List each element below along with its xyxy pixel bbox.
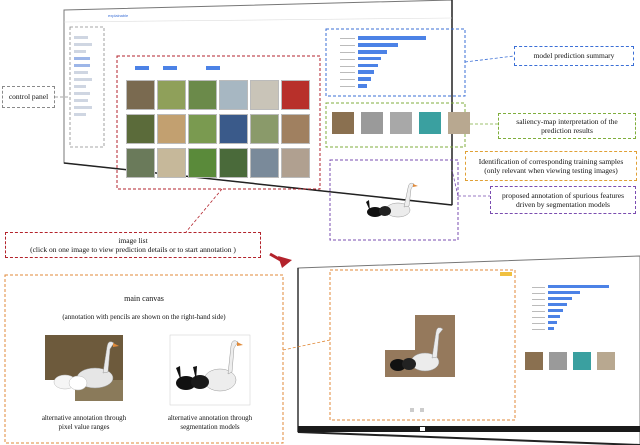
image-thumbnail[interactable] bbox=[250, 148, 279, 178]
list-button[interactable] bbox=[163, 66, 177, 70]
image-thumbnail[interactable] bbox=[250, 114, 279, 144]
image-thumbnail[interactable] bbox=[219, 80, 248, 110]
image-thumbnail[interactable] bbox=[126, 148, 155, 178]
bottom-prediction-chart bbox=[532, 285, 612, 333]
control-panel-menu bbox=[74, 32, 100, 120]
bar-label bbox=[340, 44, 355, 46]
prediction-bar-chart bbox=[340, 36, 430, 91]
image-thumbnail[interactable] bbox=[281, 80, 310, 110]
prediction-bar bbox=[548, 309, 564, 313]
image-thumbnail[interactable] bbox=[188, 148, 217, 178]
control-panel-callout: control panel bbox=[2, 86, 55, 108]
app-logo: explainable bbox=[108, 13, 129, 18]
bar-label bbox=[532, 304, 545, 306]
list-button[interactable] bbox=[135, 66, 149, 70]
image-thumbnail[interactable] bbox=[157, 80, 186, 110]
bar-label bbox=[340, 58, 355, 60]
bar-label bbox=[340, 38, 355, 40]
image-thumbnail[interactable] bbox=[281, 148, 310, 178]
bar-label bbox=[340, 79, 355, 81]
prediction-bar bbox=[548, 315, 560, 319]
image-thumbnail[interactable] bbox=[250, 80, 279, 110]
image-thumbnail[interactable] bbox=[188, 80, 217, 110]
prediction-bar bbox=[358, 77, 371, 82]
saliency-thumb[interactable] bbox=[419, 112, 441, 134]
saliency-callout: saliency-map interpretation of the predi… bbox=[498, 113, 636, 139]
segmentation-caption: alternative annotation through segmentat… bbox=[167, 414, 253, 431]
pixel-range-caption: alternative annotation through pixel val… bbox=[41, 414, 127, 431]
prediction-bar bbox=[358, 42, 398, 47]
bar-label bbox=[532, 310, 545, 312]
prediction-bar bbox=[358, 63, 379, 68]
main-canvas-box bbox=[4, 274, 284, 444]
bar-label bbox=[340, 72, 355, 74]
prediction-bar bbox=[548, 321, 557, 325]
image-thumbnail[interactable] bbox=[157, 114, 186, 144]
saliency-thumb[interactable] bbox=[361, 112, 383, 134]
image-thumbnail[interactable] bbox=[126, 114, 155, 144]
saliency-row bbox=[332, 112, 470, 134]
bar-label bbox=[340, 86, 355, 88]
image-list-grid bbox=[126, 80, 314, 180]
bar-label bbox=[532, 316, 545, 318]
bar-label bbox=[532, 322, 545, 324]
bar-label bbox=[532, 286, 545, 288]
saliency-thumb[interactable] bbox=[448, 112, 470, 134]
bar-label bbox=[532, 298, 545, 300]
image-thumbnail[interactable] bbox=[219, 114, 248, 144]
prediction-bar bbox=[548, 297, 573, 301]
image-thumbnail[interactable] bbox=[188, 114, 217, 144]
image-thumbnail[interactable] bbox=[126, 80, 155, 110]
bar-label bbox=[532, 292, 545, 294]
prediction-bar bbox=[358, 49, 387, 54]
prediction-bar bbox=[358, 36, 427, 40]
main-canvas-title: main canvas bbox=[124, 294, 164, 303]
bar-label bbox=[340, 65, 355, 67]
image-thumbnail[interactable] bbox=[157, 148, 186, 178]
training-samples-callout: Identification of corresponding training… bbox=[465, 151, 637, 181]
bottom-saliency-row bbox=[525, 352, 615, 370]
list-button[interactable] bbox=[206, 66, 220, 70]
image-thumbnail[interactable] bbox=[281, 114, 310, 144]
bar-label bbox=[532, 328, 545, 330]
image-list-callout: image list (click on one image to view p… bbox=[5, 232, 261, 258]
prediction-bar bbox=[358, 84, 367, 88]
bar-label bbox=[340, 51, 355, 53]
annotation-callout: proposed annotation of spurious features… bbox=[490, 186, 636, 214]
image-list-box bbox=[116, 55, 321, 190]
saliency-thumb[interactable] bbox=[332, 112, 354, 134]
image-thumbnail[interactable] bbox=[219, 148, 248, 178]
prediction-bar bbox=[358, 70, 374, 75]
prediction-bar bbox=[358, 56, 382, 61]
prediction-bar bbox=[548, 291, 580, 295]
bottom-app-badge[interactable] bbox=[500, 272, 512, 276]
model-prediction-callout: model prediction summary bbox=[514, 46, 634, 66]
prediction-bar bbox=[548, 303, 568, 307]
saliency-thumb[interactable] bbox=[390, 112, 412, 134]
prediction-bar bbox=[548, 285, 609, 289]
prediction-bar bbox=[548, 327, 555, 331]
main-canvas-subtitle: (annotation with pencils are shown on th… bbox=[62, 313, 226, 321]
